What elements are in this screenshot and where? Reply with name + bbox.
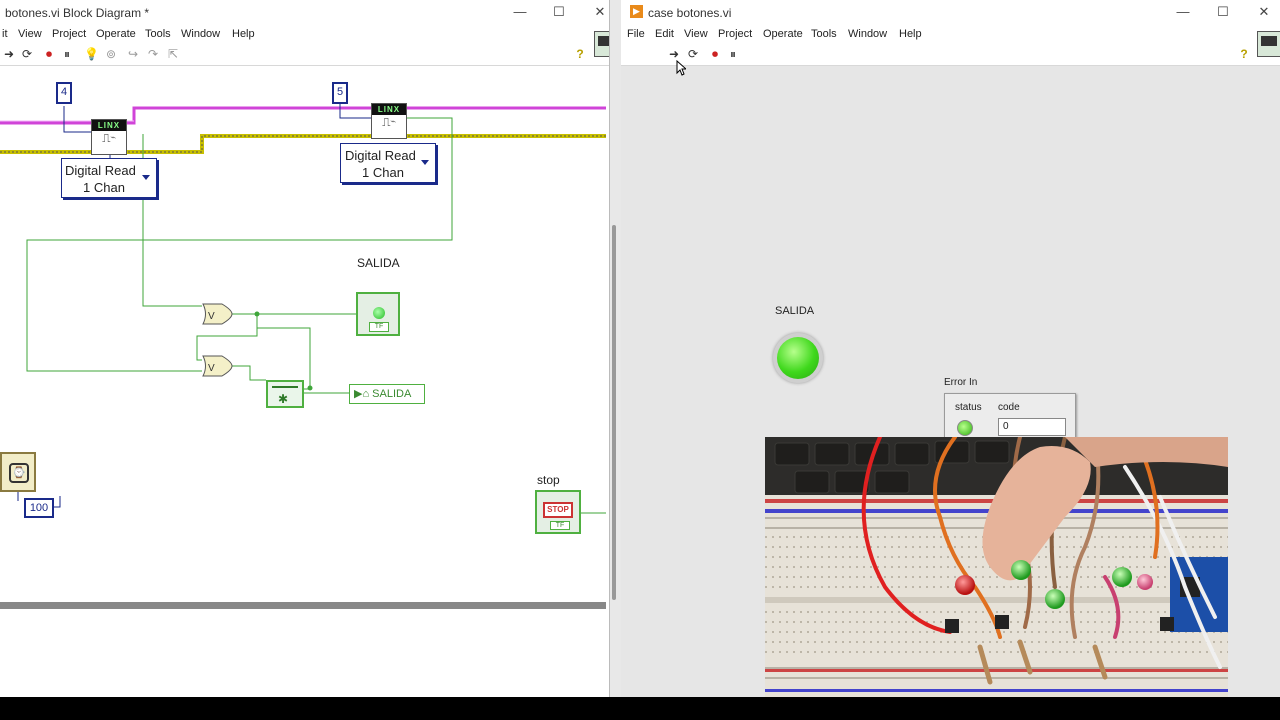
fp-window-title: case botones.vi <box>648 6 732 20</box>
bd-menu-operate[interactable]: Operate <box>96 28 136 40</box>
led-icon <box>373 307 385 319</box>
local-variable-label: SALIDA <box>372 388 412 400</box>
while-loop-border <box>0 602 606 609</box>
watch-icon: ⌚ <box>9 463 29 483</box>
bd-vertical-scrollbar[interactable] <box>612 225 616 600</box>
close-icon[interactable]: ✕ <box>594 4 606 19</box>
bd-toolbar: ➜ ⟳ ⏺ ⏸ 💡 ⊚ ↪ ↷ ⇱ ? <box>0 44 609 66</box>
run-continuously-icon[interactable]: ⟳ <box>687 47 699 61</box>
tf-label: TF <box>550 521 570 530</box>
feedback-shift-node[interactable]: ✱ <box>266 380 304 408</box>
stop-button-terminal[interactable]: STOP TF <box>535 490 581 534</box>
local-variable-icon: ▶⌂ <box>354 388 373 400</box>
run-arrow-icon[interactable]: ➜ <box>668 47 680 61</box>
salida-local-variable[interactable]: ▶⌂ SALIDA <box>349 384 425 404</box>
block-diagram-window: botones.vi Block Diagram * — ☐ ✕ it View… <box>0 0 610 697</box>
step-into-icon[interactable]: ↪ <box>127 47 139 61</box>
help-icon[interactable]: ? <box>576 47 584 61</box>
bd-menu-window[interactable]: Window <box>181 28 221 40</box>
stop-face: STOP <box>543 502 573 518</box>
status-led[interactable] <box>957 420 973 436</box>
breadboard-photo-illustration <box>765 437 1228 697</box>
step-over-icon[interactable]: ↷ <box>147 47 159 61</box>
bd-window-title: botones.vi Block Diagram * <box>5 6 150 20</box>
mouse-cursor-icon <box>676 60 686 76</box>
fp-menu-window[interactable]: Window <box>848 28 888 40</box>
pause-icon[interactable]: ⏸ <box>729 47 736 61</box>
salida-terminal-label: SALIDA <box>357 256 400 270</box>
maximize-icon[interactable]: ☐ <box>553 4 565 19</box>
svg-text:V: V <box>208 363 215 374</box>
fp-vi-icon <box>1257 31 1280 57</box>
error-in-label: Error In <box>944 377 978 388</box>
or-gate-2[interactable]: V <box>202 355 233 377</box>
stop-terminal-label: stop <box>537 473 560 487</box>
help-icon[interactable]: ? <box>1240 47 1248 61</box>
tf-label: TF <box>369 322 389 332</box>
pause-icon[interactable]: ⏸ <box>63 47 70 61</box>
abort-icon[interactable]: ⏺ <box>45 47 52 61</box>
pulse-icon: ⎍⌁ <box>382 115 396 129</box>
linx-header: LINX <box>92 120 126 131</box>
minimize-icon[interactable]: — <box>1176 4 1190 19</box>
digital-read-selector-2[interactable]: Digital Read 1 Chan <box>340 143 436 183</box>
salida-led[interactable] <box>773 333 823 383</box>
bd-menu-project[interactable]: Project <box>52 28 87 40</box>
constant-4[interactable]: 4 <box>56 82 72 104</box>
constant-5[interactable]: 5 <box>332 82 348 104</box>
or-gate-1[interactable]: V <box>202 303 233 325</box>
minimize-icon[interactable]: — <box>513 4 527 19</box>
block-diagram-canvas: V V 4 5 LINX ⎍⌁ LINX ⎍⌁ Digital Read 1 C… <box>0 66 609 697</box>
bd-menu-view[interactable]: View <box>18 28 42 40</box>
retain-wire-values-icon[interactable]: ⊚ <box>105 47 117 61</box>
svg-text:V: V <box>208 311 215 322</box>
step-out-icon[interactable]: ⇱ <box>167 47 179 61</box>
fp-menu-file[interactable]: File <box>627 28 645 40</box>
asterisk-icon: ✱ <box>278 392 289 406</box>
abort-icon[interactable]: ⏺ <box>711 47 718 61</box>
fp-menu-operate[interactable]: Operate <box>763 28 803 40</box>
close-icon[interactable]: ✕ <box>1258 4 1270 19</box>
highlight-execution-icon[interactable]: 💡 <box>84 47 99 61</box>
bd-menubar: it View Project Operate Tools Window Hel… <box>0 24 609 44</box>
bd-menu-tools[interactable]: Tools <box>145 28 171 40</box>
status-label: status <box>955 402 982 413</box>
fp-menubar: File Edit View Project Operate Tools Win… <box>621 24 1280 44</box>
led-light-icon <box>777 337 819 379</box>
wait-constant[interactable]: 100 <box>24 498 54 518</box>
run-arrow-icon[interactable]: ➜ <box>3 47 15 61</box>
fp-menu-edit[interactable]: Edit <box>655 28 674 40</box>
wait-ms-node[interactable]: ⌚ <box>0 452 36 492</box>
bd-menu-edit[interactable]: it <box>2 28 8 40</box>
code-field[interactable]: 0 <box>998 418 1066 436</box>
linx-digital-read-node-2[interactable]: LINX ⎍⌁ <box>371 103 407 139</box>
fp-toolbar: ➜ ⟳ ⏺ ⏸ ? <box>621 44 1280 66</box>
linx-digital-read-node-1[interactable]: LINX ⎍⌁ <box>91 119 127 155</box>
salida-led-label: SALIDA <box>775 305 815 317</box>
fp-menu-help[interactable]: Help <box>899 28 922 40</box>
bd-vi-icon <box>594 31 609 57</box>
fp-titlebar: ▶ case botones.vi — ☐ ✕ <box>621 0 1280 24</box>
selector-line2: 1 Chan <box>83 180 125 195</box>
run-continuously-icon[interactable]: ⟳ <box>21 47 33 61</box>
bd-titlebar: botones.vi Block Diagram * — ☐ ✕ <box>0 0 609 24</box>
selector-line1: Digital Read <box>65 163 136 178</box>
breadboard-camera-overlay <box>765 437 1228 697</box>
maximize-icon[interactable]: ☐ <box>1217 4 1229 19</box>
selector-line1: Digital Read <box>345 148 416 163</box>
chevron-down-icon[interactable] <box>421 160 429 165</box>
fp-menu-view[interactable]: View <box>684 28 708 40</box>
linx-header: LINX <box>372 104 406 115</box>
labview-app-icon: ▶ <box>630 5 643 18</box>
chevron-down-icon[interactable] <box>142 175 150 180</box>
fp-menu-project[interactable]: Project <box>718 28 753 40</box>
digital-read-selector-1[interactable]: Digital Read 1 Chan <box>61 158 157 198</box>
code-label: code <box>998 402 1020 413</box>
pulse-icon: ⎍⌁ <box>102 131 116 145</box>
salida-indicator-terminal[interactable]: TF <box>356 292 400 336</box>
selector-line2: 1 Chan <box>362 165 404 180</box>
fp-menu-tools[interactable]: Tools <box>811 28 837 40</box>
bd-menu-help[interactable]: Help <box>232 28 255 40</box>
